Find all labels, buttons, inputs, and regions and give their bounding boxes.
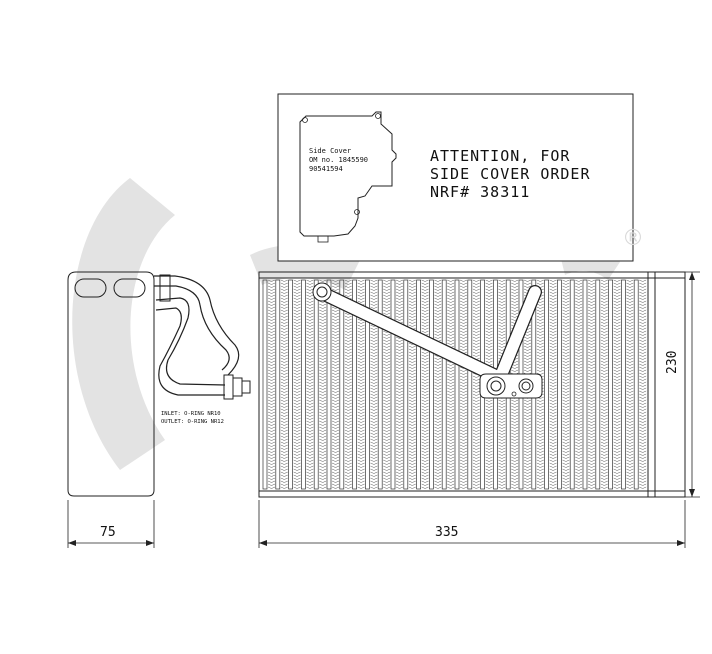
side-view [67,271,251,497]
evaporator-fin-strip [587,279,596,489]
evaporator-fin-strip [549,279,557,489]
evaporator-tube [288,279,293,490]
evaporator-tube [301,279,306,490]
evaporator-fin-strip [459,279,468,489]
evaporator-tube [339,279,345,490]
evaporator-tube [313,279,319,490]
evaporator-fin-strip [280,279,288,489]
evaporator-fin-strip [267,279,276,489]
evaporator-tube [557,279,562,490]
evaporator-tube [403,279,409,490]
side-cover-label-1: Side Cover [309,147,352,155]
registered-trademark-icon: ® [622,226,644,251]
dimension-depth: 75 [98,525,118,540]
dimension-lines [67,271,700,548]
evaporator-tube [582,279,588,490]
side-cover-hole [302,117,308,123]
side-cover-hole [354,209,360,215]
evaporator-fin-strip [370,279,378,489]
notice-line-1: ATTENTION, FOR [430,147,571,165]
side-cover-hole [375,113,381,119]
notice-box [277,93,634,262]
evaporator-tube [429,279,434,490]
evaporator-tube [275,279,281,490]
evaporator-tube [467,279,473,490]
evaporator-tube [365,279,370,490]
dimension-height: 230 [665,348,680,376]
evaporator-tube [544,279,549,490]
evaporator-fin-strip [434,279,442,489]
evaporator-tube [377,279,383,490]
evaporator-tube [454,279,460,490]
evaporator-fin-strip [626,279,634,489]
evaporator-fin-strip [395,279,404,489]
evaporator-tube [621,279,626,490]
dimension-arrows [68,272,695,546]
evaporator-tube [633,279,639,490]
evaporator-tube [390,279,396,490]
notice-line-2: SIDE COVER ORDER [430,165,591,183]
side-cover-tab [317,235,329,243]
evaporator-fin-strip [408,279,416,489]
evaporator-fin-strip [639,279,647,489]
evaporator-fin-strip [293,279,301,489]
inlet-label: INLET: O-RING NR10 [161,411,221,417]
side-cover-label-3: 90541594 [309,165,343,173]
evaporator-tube [352,279,357,490]
evaporator-fin-strip [421,279,429,489]
evaporator-fin-strip [613,279,621,489]
evaporator-fin-strip [357,279,365,489]
evaporator-fin-strip [331,279,340,489]
evaporator-tube [608,279,613,490]
evaporator-tube [569,279,575,490]
evaporator-fin-strip [319,279,327,489]
evaporator-fin-strip [600,279,608,489]
notice-line-3: NRF# 38311 [430,183,531,201]
evaporator-tube [416,279,421,490]
evaporator-fin-strip [562,279,570,489]
evaporator-fins [262,279,647,490]
evaporator-fin-strip [383,279,391,489]
outlet-label: OUTLET: O-RING NR12 [161,419,224,425]
evaporator-fin-strip [472,279,480,489]
evaporator-core [258,271,686,498]
evaporator-tube [595,279,601,490]
dimension-width: 335 [433,525,461,540]
evaporator-fin-strip [447,279,455,489]
evaporator-tube [326,279,332,490]
evaporator-tube [441,279,447,490]
core-pipes [312,282,543,399]
evaporator-fin-strip [575,279,583,489]
evaporator-tube [262,279,268,490]
side-cover-label-2: OM no. 1845590 [309,156,369,164]
evaporator-fin-strip [306,279,314,489]
